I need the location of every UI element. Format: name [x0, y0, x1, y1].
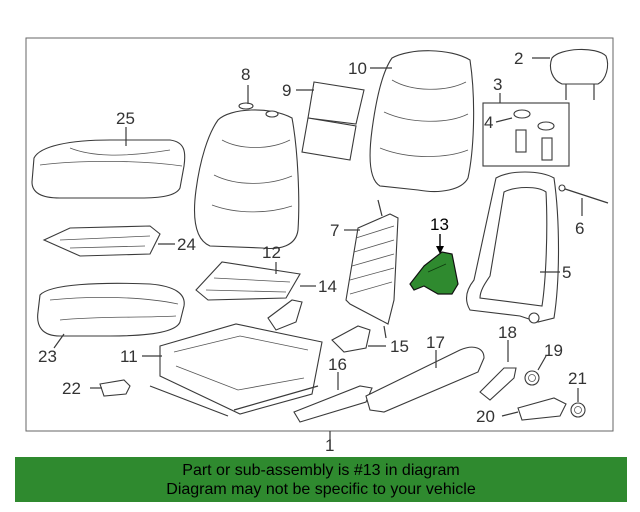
callout-9[interactable]: 9: [282, 81, 291, 100]
part-15-bracket[interactable]: [331, 325, 371, 353]
arrow-13-icon: [436, 246, 444, 254]
callout-17[interactable]: 17: [426, 333, 445, 352]
part-17-trim-panel[interactable]: [365, 346, 485, 413]
callout-4[interactable]: 4: [484, 113, 493, 132]
part-25-cushion-cover[interactable]: [31, 139, 186, 199]
diagram-frame: [25, 37, 614, 432]
part-7-lumbar-support[interactable]: [345, 199, 399, 339]
part-8-seatback-cover[interactable]: [193, 102, 300, 250]
leader-20: [501, 411, 519, 417]
part-20-lever[interactable]: [517, 397, 567, 421]
callout-25[interactable]: 25: [116, 109, 135, 128]
part-13-highlighted[interactable]: [409, 251, 459, 295]
part-5-seatback-frame[interactable]: [465, 171, 560, 324]
part-23-cushion-foam[interactable]: [37, 282, 185, 337]
callout-13[interactable]: 13: [430, 215, 449, 234]
callout-6[interactable]: 6: [575, 219, 584, 238]
callout-24[interactable]: 24: [177, 235, 196, 254]
seat-parts-diagram: 1 25 24 23 22 8 9: [25, 37, 614, 455]
part-18-recliner-handle[interactable]: [479, 367, 517, 401]
callout-22[interactable]: 22: [62, 379, 81, 398]
callout-10[interactable]: 10: [348, 59, 367, 78]
callout-19[interactable]: 19: [544, 341, 563, 360]
part-19-ring[interactable]: [524, 370, 540, 386]
callout-18[interactable]: 18: [498, 323, 517, 342]
callout-8[interactable]: 8: [241, 65, 250, 84]
callout-12[interactable]: 12: [262, 243, 281, 262]
leader-23: [53, 333, 65, 349]
part-6-rod[interactable]: [558, 184, 609, 204]
callout-14[interactable]: 14: [318, 277, 337, 296]
callout-1[interactable]: 1: [325, 436, 334, 455]
part-12-springs[interactable]: [195, 261, 301, 301]
callout-2[interactable]: 2: [514, 49, 523, 68]
callout-23[interactable]: 23: [38, 347, 57, 366]
banner-line-1: Part or sub-assembly is #13 in diagram: [182, 462, 460, 479]
callout-5[interactable]: 5: [562, 263, 571, 282]
callout-11[interactable]: 11: [120, 347, 138, 366]
part-3-guide-kit[interactable]: [482, 102, 570, 167]
callout-15[interactable]: 15: [390, 337, 409, 356]
part-11-seat-adjuster[interactable]: [149, 323, 323, 417]
part-24-cushion-pad[interactable]: [42, 225, 161, 257]
callout-7[interactable]: 7: [330, 221, 339, 240]
callout-3[interactable]: 3: [493, 75, 502, 94]
leader-4: [495, 117, 513, 123]
callout-20[interactable]: 20: [476, 407, 495, 426]
callout-21[interactable]: 21: [568, 369, 587, 388]
part-10-seatback-trim[interactable]: [369, 50, 475, 193]
banner-line-2: Diagram may not be specific to your vehi…: [166, 481, 476, 498]
info-banner: Part or sub-assembly is #13 in diagram D…: [15, 457, 627, 502]
leader-19: [537, 355, 547, 371]
part-21-cap[interactable]: [570, 402, 586, 418]
part-14-bracket[interactable]: [267, 299, 303, 331]
part-2-headrest[interactable]: [549, 48, 609, 100]
part-22-clip[interactable]: [99, 379, 131, 397]
part-9-lumbar-pad[interactable]: [301, 81, 365, 161]
callout-16[interactable]: 16: [328, 355, 347, 374]
